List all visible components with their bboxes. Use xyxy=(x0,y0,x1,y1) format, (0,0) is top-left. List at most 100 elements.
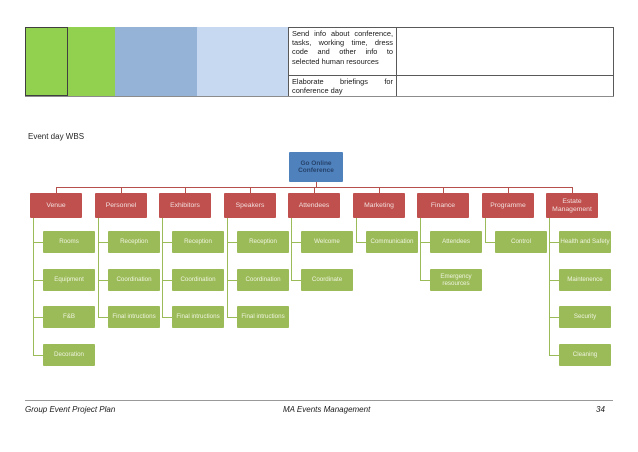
wbs-child-tick xyxy=(356,242,366,243)
wbs-leaf-node: Rooms xyxy=(43,231,95,253)
table-cell-green-2 xyxy=(68,27,115,96)
wbs-child-tick xyxy=(291,280,301,281)
wbs-branch-label: Programme xyxy=(490,201,526,209)
wbs-leaf-label: Communication xyxy=(370,238,414,246)
wbs-branch-label: Venue xyxy=(46,201,66,209)
wbs-leaf-node: Welcome xyxy=(301,231,353,253)
wbs-branch-node: Personnel xyxy=(95,193,147,218)
wbs-root-node: Go Online Conference xyxy=(289,152,343,182)
wbs-branch-connector xyxy=(185,187,186,193)
wbs-root-connector xyxy=(316,182,317,187)
wbs-child-tick xyxy=(227,280,237,281)
table-empty-column xyxy=(396,27,614,97)
wbs-leaf-node: Coordination xyxy=(108,269,160,291)
wbs-leaf-label: Maintenence xyxy=(567,276,603,284)
table-cell-blue-medium xyxy=(115,27,197,96)
wbs-branch-node: Speakers xyxy=(224,193,276,218)
wbs-branch-label: Speakers xyxy=(235,201,265,209)
wbs-branch-label: Attendees xyxy=(298,201,330,209)
wbs-leaf-node: Security xyxy=(559,306,611,328)
wbs-branch-label: Finance xyxy=(430,201,456,209)
wbs-leaf-label: Reception xyxy=(120,238,148,246)
wbs-leaf-node: Coordination xyxy=(237,269,289,291)
wbs-leaf-label: Equipment xyxy=(54,276,84,284)
table-empty-row-2 xyxy=(397,76,613,95)
wbs-branch-node: Attendees xyxy=(288,193,340,218)
footer-center-text: MA Events Management xyxy=(283,405,371,414)
wbs-leaf-node: Maintenence xyxy=(559,269,611,291)
wbs-section-title: Event day WBS xyxy=(28,132,85,141)
wbs-leaf-node: Emergency resources xyxy=(430,269,482,291)
wbs-leaf-node: Coordination xyxy=(172,269,224,291)
wbs-leaf-node: Coordinate xyxy=(301,269,353,291)
wbs-branch-connector xyxy=(56,187,57,193)
footer-divider xyxy=(25,400,613,401)
wbs-branch-connector xyxy=(250,187,251,193)
footer-left-text: Group Event Project Plan xyxy=(25,405,116,414)
wbs-branch-label: Exhibitors xyxy=(170,201,200,209)
wbs-leaf-node: Communication xyxy=(366,231,418,253)
wbs-leaf-label: Final intructions xyxy=(176,313,220,321)
wbs-leaf-node: Final intructions xyxy=(237,306,289,328)
wbs-child-tick xyxy=(549,280,559,281)
wbs-branch-node: Marketing xyxy=(353,193,405,218)
wbs-child-tick xyxy=(227,242,237,243)
wbs-child-tick xyxy=(549,317,559,318)
wbs-branch-node: Venue xyxy=(30,193,82,218)
table-cell-green-1 xyxy=(25,27,68,96)
wbs-leaf-node: Attendees xyxy=(430,231,482,253)
wbs-child-tick xyxy=(162,317,172,318)
wbs-branch-label: Marketing xyxy=(364,201,394,209)
wbs-leaf-label: Reception xyxy=(184,238,212,246)
wbs-branch-connector xyxy=(572,187,573,193)
wbs-leaf-label: Coordination xyxy=(180,276,216,284)
wbs-leaf-node: Equipment xyxy=(43,269,95,291)
wbs-child-vline xyxy=(485,218,486,242)
wbs-leaf-node: Reception xyxy=(108,231,160,253)
wbs-child-tick xyxy=(162,280,172,281)
wbs-leaf-label: Coordinate xyxy=(311,276,343,284)
table-text-column: Send info about conference, tasks, worki… xyxy=(288,27,397,97)
wbs-leaf-label: Coordination xyxy=(116,276,152,284)
table-empty-row-1 xyxy=(397,28,613,76)
wbs-leaf-label: Cleaning xyxy=(572,351,598,359)
wbs-child-vline xyxy=(98,218,99,317)
wbs-leaf-label: Emergency resources xyxy=(440,272,472,287)
wbs-leaf-node: Cleaning xyxy=(559,344,611,366)
wbs-branch-connector xyxy=(443,187,444,193)
wbs-child-tick xyxy=(98,242,108,243)
wbs-child-tick xyxy=(33,355,43,356)
wbs-child-tick xyxy=(291,242,301,243)
wbs-child-tick xyxy=(549,242,559,243)
table-task-row-2: Elaborate briefings for conference day xyxy=(292,77,393,95)
table-task-row-1: Send info about conference, tasks, worki… xyxy=(289,28,396,76)
wbs-leaf-node: Decoration xyxy=(43,344,95,366)
wbs-leaf-node: Control xyxy=(495,231,547,253)
wbs-branch-node: Finance xyxy=(417,193,469,218)
table-cell-blue-light xyxy=(197,27,288,96)
wbs-child-tick xyxy=(98,280,108,281)
wbs-leaf-node: F&B xyxy=(43,306,95,328)
wbs-branch-connector xyxy=(508,187,509,193)
footer-page-number: 34 xyxy=(596,405,605,414)
wbs-leaf-label: Final intructions xyxy=(112,313,156,321)
wbs-branch-node: Exhibitors xyxy=(159,193,211,218)
wbs-child-vline xyxy=(549,218,550,355)
wbs-child-tick xyxy=(227,317,237,318)
wbs-leaf-label: Coordination xyxy=(245,276,281,284)
wbs-leaf-node: Final intructions xyxy=(108,306,160,328)
wbs-branch-node: Programme xyxy=(482,193,534,218)
wbs-branch-label: Personnel xyxy=(105,201,137,209)
wbs-leaf-label: Health and Safety xyxy=(560,238,610,246)
wbs-child-tick xyxy=(420,242,430,243)
wbs-child-vline xyxy=(33,218,34,355)
wbs-root-label: Go Online Conference xyxy=(298,159,334,174)
wbs-child-vline xyxy=(227,218,228,317)
wbs-leaf-label: Rooms xyxy=(59,238,79,246)
wbs-child-tick xyxy=(33,317,43,318)
wbs-leaf-node: Reception xyxy=(172,231,224,253)
wbs-leaf-label: F&B xyxy=(62,313,76,321)
wbs-child-vline xyxy=(356,218,357,242)
wbs-child-tick xyxy=(549,355,559,356)
wbs-leaf-label: Security xyxy=(573,313,597,321)
